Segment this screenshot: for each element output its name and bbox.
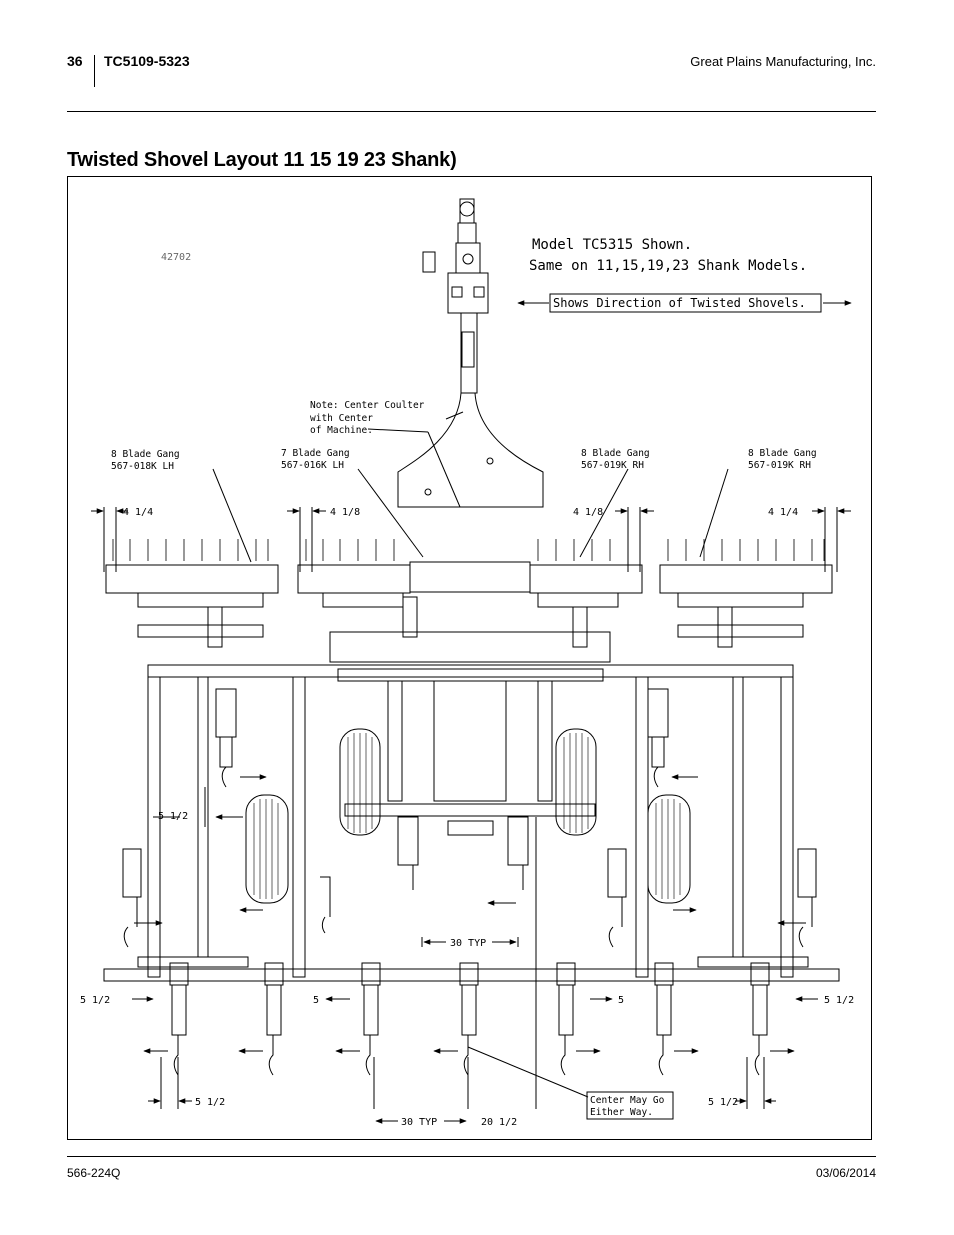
- dim-left-gang-offset: 4 1/4: [123, 507, 153, 518]
- dim-right-edge: 5 1/2: [824, 995, 854, 1006]
- gang-3-line1: 8 Blade Gang: [581, 448, 650, 459]
- gang-1-line2: 567-018K LH: [111, 461, 174, 472]
- dim-right-gang-offset: 4 1/4: [768, 507, 798, 518]
- dim-bottom-left: 5 1/2: [195, 1097, 225, 1108]
- figure-id: 42702: [161, 252, 191, 263]
- gang-3-line2: 567-019K RH: [581, 460, 644, 471]
- center-note-3: of Machine.: [310, 425, 373, 436]
- dim-left-five: 5: [313, 995, 319, 1006]
- model-note-1: Model TC5315 Shown.: [532, 237, 692, 253]
- gang-4-line1: 8 Blade Gang: [748, 448, 817, 459]
- dim-bottom-typ: 30 TYP: [401, 1117, 437, 1128]
- hitch-tongue: [397, 198, 544, 508]
- center-go-line2: Either Way.: [590, 1107, 653, 1118]
- direction-label: Shows Direction of Twisted Shovels.: [553, 296, 806, 310]
- model-note-2: Same on 11,15,19,23 Shank Models.: [529, 258, 807, 274]
- twisted-shovel-layout-drawing: 42702 Model TC5315 Shown. Same on 11,15,…: [80, 198, 854, 1128]
- gang-2-line2: 567-016K LH: [281, 460, 344, 471]
- shovel-direction-arrows: [134, 774, 806, 1054]
- shank-rows: [122, 688, 817, 948]
- footer-rule: [67, 1156, 876, 1157]
- document-number: 566-224Q: [67, 1166, 121, 1180]
- figure-frame: 42702 Model TC5315 Shown. Same on 11,15,…: [67, 176, 872, 1140]
- gang-2-line1: 7 Blade Gang: [281, 448, 350, 459]
- direction-label-box: [549, 293, 822, 313]
- dim-bottom-right: 5 1/2: [708, 1097, 738, 1108]
- dim-right-five: 5: [618, 995, 624, 1006]
- wheels: [245, 728, 691, 904]
- header-rule: [67, 111, 876, 112]
- gang-1-line1: 8 Blade Gang: [111, 449, 180, 460]
- dim-right-center-gang-offset: 4 1/8: [573, 507, 603, 518]
- publication-date: 03/06/2014: [815, 1166, 876, 1180]
- dim-center-spacing-typ: 30 TYP: [450, 938, 486, 949]
- page-number: 36: [67, 53, 83, 69]
- main-frame: [103, 664, 840, 1107]
- disc-gangs: [105, 539, 833, 663]
- header-divider: [94, 55, 95, 87]
- dim-bottom-offset: 20 1/2: [481, 1117, 517, 1128]
- center-note-1: Note: Center Coulter: [310, 400, 425, 411]
- section-title: Twisted Shovel Layout 11 15 19 23 Shank): [67, 149, 457, 171]
- gang-4-line2: 567-019K RH: [748, 460, 811, 471]
- company-name: Great Plains Manufacturing, Inc.: [690, 54, 876, 69]
- rear-shank-row: [169, 962, 770, 1076]
- dim-left-center-gang-offset: 4 1/8: [330, 507, 360, 518]
- center-note-2: with Center: [310, 413, 373, 424]
- dim-left-edge: 5 1/2: [80, 995, 110, 1006]
- model-number: TC5109-5323: [104, 53, 190, 69]
- center-go-line1: Center May Go: [590, 1095, 665, 1106]
- center-go-box: [586, 1091, 674, 1120]
